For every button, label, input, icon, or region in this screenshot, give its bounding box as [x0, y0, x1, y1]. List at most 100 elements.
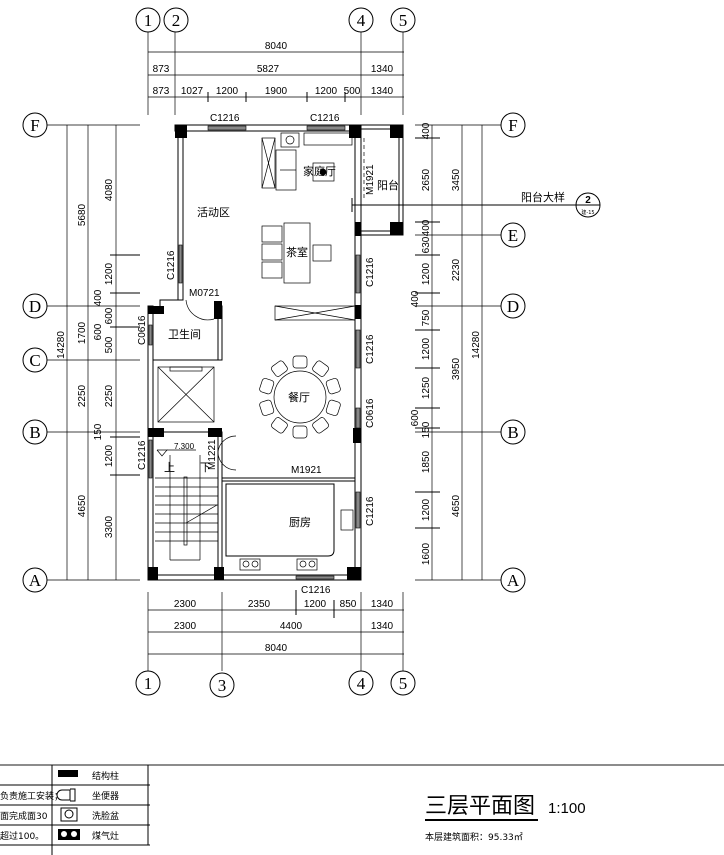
room-family: 家庭厅: [303, 164, 336, 178]
room-labels: 活动区 家庭厅 茶室 卫生间 餐厅 厨房 阳台 上 下 7.300: [164, 164, 399, 529]
svg-text:C1216: C1216: [137, 440, 148, 470]
dining-chair: [325, 399, 341, 416]
dining-chair: [312, 360, 329, 377]
svg-text:B: B: [29, 423, 40, 442]
room-dining: 餐厅: [288, 390, 310, 404]
svg-text:M0721: M0721: [189, 288, 220, 299]
axis-bubble-right-A: A: [500, 567, 526, 593]
svg-text:D: D: [29, 297, 41, 316]
axis-bubble-right-E: E: [500, 222, 526, 248]
svg-text:4080: 4080: [104, 178, 115, 201]
dimensions-left: 14280 5680 1700 2250 4650 4080 1200 400 …: [56, 125, 140, 580]
svg-text:1: 1: [144, 11, 153, 30]
axis-bubble-right-D: D: [500, 293, 526, 319]
dimensions-top: 8040 873 5827 1340 873 1027 1200 1900 12…: [148, 41, 404, 102]
dining-chair: [292, 425, 308, 439]
dining-chair: [259, 399, 275, 416]
dining-chair: [271, 417, 288, 434]
svg-text:1200: 1200: [315, 86, 338, 97]
svg-text:150: 150: [93, 423, 104, 440]
svg-text:1200: 1200: [104, 444, 115, 467]
svg-text:4400: 4400: [280, 621, 303, 632]
svg-text:4650: 4650: [77, 494, 88, 517]
svg-text:D: D: [507, 297, 519, 316]
drawing-scale: 1:100: [548, 800, 586, 817]
title-block: 负责施工安装； 面完成面30 超过100。 结构柱 坐便器 洗脸盆 煤气灶 三层…: [0, 764, 724, 855]
axis-bubble-top-4: 4: [348, 7, 374, 33]
svg-text:3300: 3300: [104, 515, 115, 538]
svg-text:1200: 1200: [216, 86, 239, 97]
opening-labels: C1216 C1216 C1216 M0721 C0616 C1216 M122…: [137, 113, 376, 596]
svg-text:C1216: C1216: [365, 496, 376, 526]
svg-text:5827: 5827: [257, 64, 280, 75]
svg-text:873: 873: [153, 64, 170, 75]
svg-text:600: 600: [410, 409, 421, 426]
dining-chair: [312, 417, 329, 434]
drawing-title: 三层平面图: [425, 794, 535, 819]
windows: [148, 125, 361, 580]
svg-text:C0616: C0616: [137, 315, 148, 345]
svg-text:850: 850: [340, 599, 357, 610]
svg-text:3950: 3950: [451, 357, 462, 380]
svg-text:阳台大样: 阳台大样: [521, 190, 565, 204]
svg-text:4: 4: [357, 674, 366, 693]
svg-text:1700: 1700: [77, 321, 88, 344]
gas-stove-icon: [58, 829, 80, 840]
svg-text:4650: 4650: [451, 494, 462, 517]
svg-text:A: A: [507, 571, 520, 590]
svg-text:1200: 1200: [421, 337, 432, 360]
svg-text:C1216: C1216: [365, 257, 376, 287]
svg-text:873: 873: [153, 86, 170, 97]
dining-chair: [292, 355, 308, 369]
svg-text:1850: 1850: [421, 450, 432, 473]
room-tea: 茶室: [286, 245, 308, 259]
dining-chair: [259, 378, 275, 395]
axis-bubble-left-B: B: [22, 419, 48, 445]
svg-text:14280: 14280: [56, 331, 67, 359]
svg-text:8040: 8040: [265, 643, 288, 654]
svg-text:1900: 1900: [265, 86, 288, 97]
svg-text:1200: 1200: [421, 262, 432, 285]
svg-text:C1216: C1216: [365, 334, 376, 364]
svg-text:2230: 2230: [451, 258, 462, 281]
legend: 负责施工安装； 面完成面30 超过100。 结构柱 坐便器 洗脸盆 煤气灶: [0, 770, 119, 842]
svg-text:400: 400: [93, 289, 104, 306]
svg-text:150: 150: [421, 421, 432, 438]
dining-chair: [325, 378, 341, 395]
svg-text:2: 2: [585, 195, 591, 206]
axis-bubble-bottom-4: 4: [348, 670, 374, 696]
svg-text:750: 750: [421, 309, 432, 326]
stair-up: 上: [164, 461, 175, 474]
stair-down: 下: [200, 461, 211, 474]
room-activity: 活动区: [197, 206, 230, 219]
svg-text:C: C: [29, 351, 40, 370]
svg-text:4: 4: [357, 11, 366, 30]
svg-text:400: 400: [410, 290, 421, 307]
axis-bubble-right-B: B: [500, 419, 526, 445]
svg-text:C1216: C1216: [310, 113, 340, 124]
svg-text:2650: 2650: [421, 168, 432, 191]
svg-text:1250: 1250: [421, 376, 432, 399]
svg-text:M1921: M1921: [291, 465, 322, 476]
svg-text:2: 2: [172, 11, 181, 30]
svg-text:14280: 14280: [471, 331, 482, 359]
svg-text:2250: 2250: [104, 384, 115, 407]
legend-note: 负责施工安装；: [0, 790, 63, 802]
svg-text:建-15: 建-15: [581, 209, 594, 216]
axis-bubble-left-C: C: [22, 347, 48, 373]
svg-text:1027: 1027: [181, 86, 204, 97]
svg-text:5680: 5680: [77, 203, 88, 226]
axis-bubble-top-5: 5: [390, 7, 416, 33]
svg-text:1200: 1200: [104, 262, 115, 285]
grid-lines: [47, 32, 501, 671]
svg-text:C1216: C1216: [210, 113, 240, 124]
stairs: [155, 455, 218, 561]
svg-text:500: 500: [344, 86, 361, 97]
svg-text:600: 600: [104, 307, 115, 324]
axis-bubble-top-2: 2: [163, 7, 189, 33]
svg-text:2250: 2250: [77, 384, 88, 407]
axis-bubble-right-F: F: [500, 112, 526, 138]
svg-text:1: 1: [144, 674, 153, 693]
axis-bubble-left-F: F: [22, 112, 48, 138]
